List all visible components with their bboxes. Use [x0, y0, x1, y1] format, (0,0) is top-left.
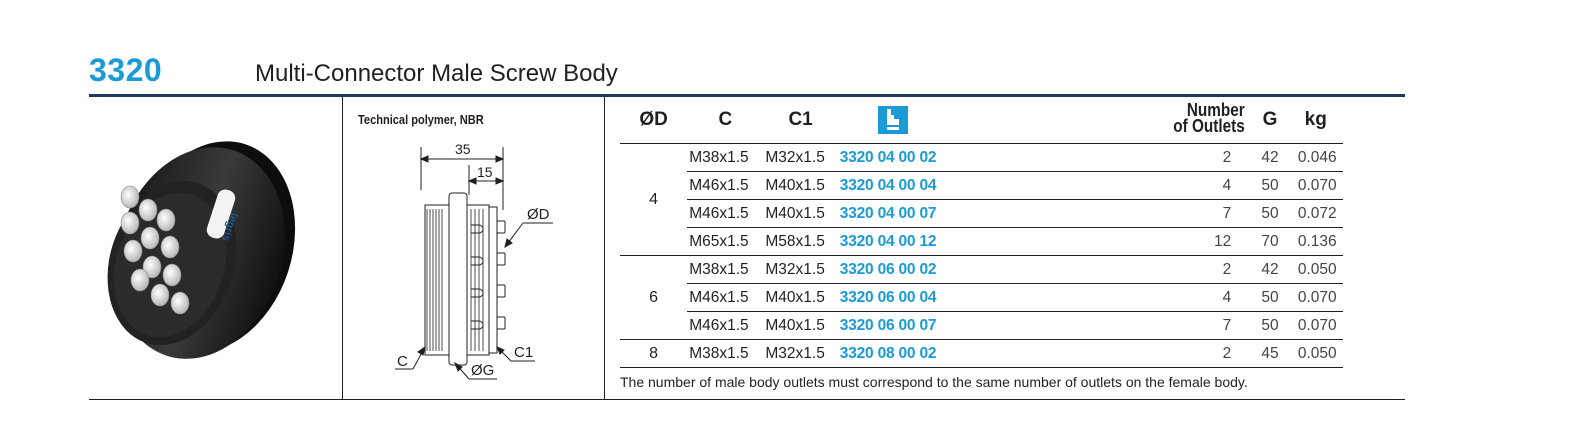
- label-og: ØG: [471, 362, 494, 379]
- cell-c1: M40x1.5: [763, 199, 838, 228]
- cell-c: M46x1.5: [687, 199, 764, 228]
- cell-od: 6: [620, 255, 688, 340]
- header-outlets-line2: of Outlets: [1173, 116, 1245, 136]
- cell-c: M65x1.5: [687, 227, 764, 256]
- cell-kg: 0.070: [1288, 283, 1343, 312]
- cell-g: 50: [1251, 311, 1289, 340]
- page-title: Multi-Connector Male Screw Body: [255, 60, 618, 87]
- cell-outlets: 4: [976, 283, 1252, 312]
- cell-c1: M40x1.5: [763, 171, 838, 200]
- cell-ref[interactable]: 3320 06 00 04: [837, 283, 977, 312]
- header-outlets-line1: Number: [1187, 100, 1245, 120]
- cell-c: M46x1.5: [687, 283, 764, 312]
- header-rule: [89, 94, 1405, 97]
- cell-c: M38x1.5: [687, 143, 764, 172]
- cell-c: M38x1.5: [687, 339, 764, 368]
- header-g: G: [1251, 97, 1289, 144]
- header-ref: [837, 97, 977, 144]
- bottom-rule: [89, 399, 1405, 400]
- cell-c1: M58x1.5: [763, 227, 838, 256]
- label-c: C: [397, 353, 408, 370]
- label-od: ØD: [527, 206, 550, 223]
- cell-g: 70: [1251, 227, 1289, 256]
- cell-kg: 0.046: [1288, 143, 1343, 172]
- cell-c1: M40x1.5: [763, 311, 838, 340]
- legris-catalog-icon: [877, 106, 908, 134]
- cell-g: 50: [1251, 171, 1289, 200]
- cell-kg: 0.050: [1288, 339, 1343, 368]
- column-divider-2: [604, 97, 605, 399]
- cell-c: M38x1.5: [687, 255, 764, 284]
- cell-ref[interactable]: 3320 08 00 02: [837, 339, 977, 368]
- cell-outlets: 2: [976, 339, 1252, 368]
- cell-kg: 0.070: [1288, 171, 1343, 200]
- cell-g: 50: [1251, 283, 1289, 312]
- cell-outlets: 2: [976, 255, 1252, 284]
- header-od: ØD: [620, 97, 688, 144]
- cell-kg: 0.136: [1288, 227, 1343, 256]
- footnote: The number of male body outlets must cor…: [620, 374, 1248, 390]
- cell-ref[interactable]: 3320 04 00 04: [837, 171, 977, 200]
- dim-total: 35: [455, 141, 471, 157]
- cell-kg: 0.050: [1288, 255, 1343, 284]
- cell-outlets: 7: [976, 311, 1252, 340]
- cell-ref[interactable]: 3320 06 00 07: [837, 311, 977, 340]
- cell-outlets: 2: [976, 143, 1252, 172]
- cell-c1: M32x1.5: [763, 339, 838, 368]
- column-divider-1: [342, 97, 343, 399]
- cell-g: 50: [1251, 199, 1289, 228]
- cell-c: M46x1.5: [687, 311, 764, 340]
- cell-od: 4: [620, 143, 688, 256]
- cell-c: M46x1.5: [687, 171, 764, 200]
- cell-outlets: 4: [976, 171, 1252, 200]
- cell-g: 42: [1251, 143, 1289, 172]
- dim-partial: 15: [477, 164, 493, 180]
- cell-kg: 0.070: [1288, 311, 1343, 340]
- cell-outlets: 12: [976, 227, 1252, 256]
- cell-od: 8: [620, 339, 688, 368]
- cell-c1: M32x1.5: [763, 255, 838, 284]
- material-label: Technical polymer, NBR: [358, 112, 484, 127]
- header-c1: C1: [763, 97, 838, 144]
- cell-ref[interactable]: 3320 04 00 07: [837, 199, 977, 228]
- cell-kg: 0.072: [1288, 199, 1343, 228]
- cell-ref[interactable]: 3320 06 00 02: [837, 255, 977, 284]
- header-c: C: [687, 97, 764, 144]
- cell-c1: M40x1.5: [763, 283, 838, 312]
- cell-g: 45: [1251, 339, 1289, 368]
- label-c1: C1: [514, 344, 533, 361]
- technical-drawing: 35 15 ØD C C1: [395, 141, 553, 380]
- cell-outlets: 7: [976, 199, 1252, 228]
- cell-ref[interactable]: 3320 04 00 12: [837, 227, 977, 256]
- product-code: 3320: [89, 52, 163, 88]
- cell-g: 42: [1251, 255, 1289, 284]
- cell-c1: M32x1.5: [763, 143, 838, 172]
- product-photo: legris: [107, 141, 296, 359]
- cell-ref[interactable]: 3320 04 00 02: [837, 143, 977, 172]
- header-kg: kg: [1288, 97, 1343, 144]
